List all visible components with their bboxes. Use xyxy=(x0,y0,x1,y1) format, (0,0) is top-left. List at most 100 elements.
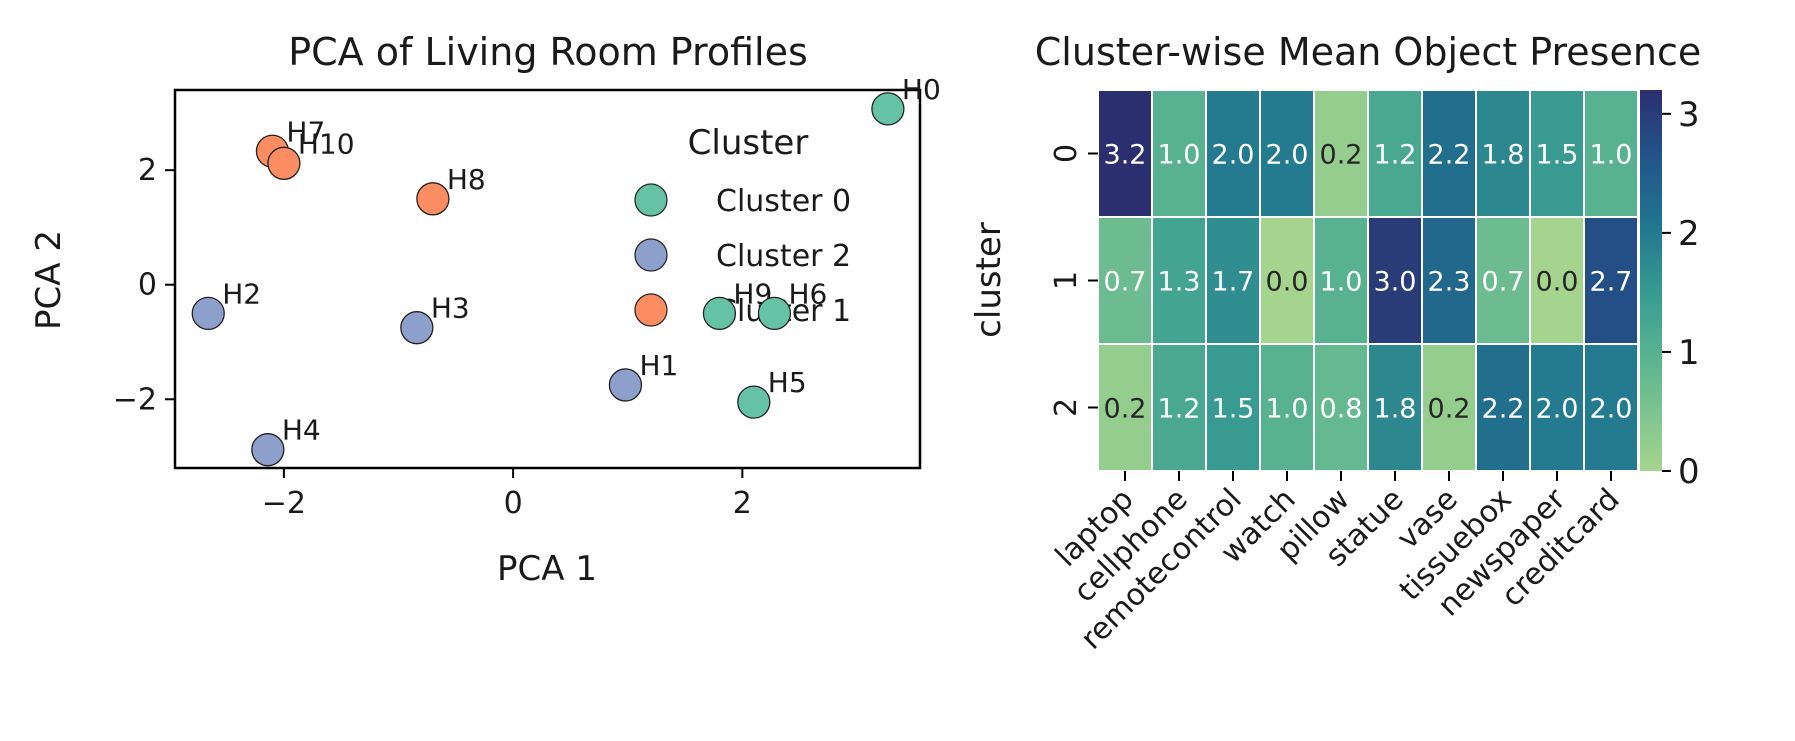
scatter-point-label: H1 xyxy=(639,349,678,382)
scatter-point-label: H10 xyxy=(298,127,355,160)
heatmap-cell-value: 0.7 xyxy=(1482,267,1525,298)
heatmap-cell-value: 1.5 xyxy=(1536,140,1579,171)
legend-marker-cluster-0 xyxy=(634,183,668,217)
heatmap-cell-value: 2.2 xyxy=(1428,140,1471,171)
heatmap-cell-value: 1.0 xyxy=(1320,267,1363,298)
scatter-point xyxy=(400,311,434,345)
scatter-point xyxy=(871,92,905,126)
scatter-x-axis-label: PCA 1 xyxy=(497,549,597,589)
scatter-point xyxy=(757,296,792,331)
heatmap-cell-value: 2.0 xyxy=(1536,394,1579,425)
scatter-point-label: H5 xyxy=(768,366,807,399)
heatmap-cell xyxy=(1151,343,1207,472)
heatmap-cell-value: 1.7 xyxy=(1212,267,1255,298)
colorbar-tick-label: 0 xyxy=(1678,452,1700,492)
colorbar-tick-label: 3 xyxy=(1678,95,1700,135)
heatmap-cell xyxy=(1259,89,1315,218)
heatmap-y-axis: 0 1 2 xyxy=(1049,144,1098,417)
scatter-point xyxy=(191,296,225,331)
heatmap-cell-value: 2.7 xyxy=(1590,267,1633,298)
heatmap-cell-value: 1.5 xyxy=(1212,394,1255,425)
heatmap-panel: Cluster-wise Mean Object Presence 3.2 1.0… xyxy=(969,30,1701,657)
heatmap-cell xyxy=(1529,343,1585,472)
legend-title: Cluster xyxy=(688,123,809,163)
heatmap-cell xyxy=(1529,216,1585,345)
heatmap-cells: 3.2 1.0 2.0 2.0 0.2 1.2 2.2 1.8 1.5 1.0 0.7 1.3 1.7 0… xyxy=(1097,89,1639,472)
heatmap-cell xyxy=(1583,216,1639,345)
heatmap-cell xyxy=(1151,89,1207,218)
heatmap-cell-value: 0.2 xyxy=(1104,394,1147,425)
heatmap-cell-value: 3.0 xyxy=(1374,267,1417,298)
heatmap-cell-value: 3.2 xyxy=(1104,140,1147,171)
heatmap-x-axis: laptopcellphoneremotecontrolwatchpillows… xyxy=(1049,471,1627,657)
heatmap-y-tick-label: 1 xyxy=(1049,271,1084,290)
heatmap-cell-value: 0.2 xyxy=(1428,394,1471,425)
scatter-point xyxy=(608,368,643,402)
pca-scatter-panel: PCA of Living Room Profiles −2 0 2 −2 0 2 PC… xyxy=(29,30,941,589)
heatmap-cell xyxy=(1475,89,1531,218)
colorbar-tick-label: 1 xyxy=(1678,333,1700,373)
scatter-x-tick-label: −2 xyxy=(262,486,306,521)
scatter-title: PCA of Living Room Profiles xyxy=(288,30,808,74)
scatter-point xyxy=(737,385,771,419)
scatter-plot-frame xyxy=(173,88,922,470)
colorbar-tick-label: 2 xyxy=(1678,214,1700,254)
legend-label-cluster-0: Cluster 0 xyxy=(716,184,851,219)
heatmap-cell xyxy=(1259,216,1315,345)
scatter-point-label: H7 xyxy=(286,115,325,148)
legend-marker-cluster-1 xyxy=(634,293,668,327)
heatmap-cell-value: 1.0 xyxy=(1266,394,1309,425)
scatter-point-label: H2 xyxy=(222,277,261,310)
colorbar-bar xyxy=(1640,90,1662,471)
scatter-point xyxy=(416,182,450,216)
scatter-y-tick-label: 0 xyxy=(138,268,157,303)
heatmap-cell xyxy=(1259,343,1315,472)
heatmap-cell xyxy=(1367,343,1423,472)
heatmap-y-axis-label: cluster xyxy=(969,222,1009,338)
heatmap-cell-value: 1.8 xyxy=(1482,140,1525,171)
heatmap-cell-value: 2.0 xyxy=(1266,140,1309,171)
heatmap-cell-value: 0.2 xyxy=(1320,140,1363,171)
heatmap-cell-value: 0.0 xyxy=(1536,267,1579,298)
heatmap-cell xyxy=(1367,216,1423,345)
scatter-y-axis: −2 0 2 xyxy=(113,153,175,417)
scatter-point xyxy=(267,146,301,180)
scatter-point-label: H4 xyxy=(282,414,321,447)
heatmap-cell xyxy=(1205,216,1261,345)
scatter-y-axis-label: PCA 2 xyxy=(29,230,69,330)
heatmap-cell-value: 2.0 xyxy=(1212,140,1255,171)
heatmap-cell xyxy=(1475,343,1531,472)
legend-label-cluster-2: Cluster 2 xyxy=(716,239,851,274)
heatmap-cell xyxy=(1529,89,1585,218)
heatmap-cell xyxy=(1475,216,1531,345)
heatmap-cell-value: 1.0 xyxy=(1158,140,1201,171)
legend-marker-cluster-2 xyxy=(634,238,668,272)
heatmap-cell-value: 1.0 xyxy=(1590,140,1633,171)
scatter-point xyxy=(702,296,737,331)
heatmap-cell-value: 1.2 xyxy=(1158,394,1201,425)
scatter-point-label: H3 xyxy=(431,292,470,325)
scatter-point-label: H8 xyxy=(447,163,486,196)
scatter-point xyxy=(251,433,285,467)
scatter-y-tick-label: 2 xyxy=(138,153,157,188)
heatmap-y-tick-label: 2 xyxy=(1049,398,1084,417)
scatter-y-tick-label: −2 xyxy=(113,382,157,417)
heatmap-cell-value: 0.0 xyxy=(1266,267,1309,298)
heatmap-cell-value: 2.2 xyxy=(1482,394,1525,425)
heatmap-cell-value: 2.0 xyxy=(1590,394,1633,425)
heatmap-y-tick-label: 0 xyxy=(1049,144,1084,163)
heatmap-cell xyxy=(1313,89,1369,218)
heatmap-cell-value: 2.3 xyxy=(1428,267,1471,298)
scatter-x-tick-label: 0 xyxy=(504,486,523,521)
heatmap-cell-value: 1.8 xyxy=(1374,394,1417,425)
heatmap-cell-value: 0.7 xyxy=(1104,267,1147,298)
heatmap-title: Cluster-wise Mean Object Presence xyxy=(1035,30,1701,74)
scatter-point-label: H6 xyxy=(788,277,827,310)
heatmap-cell-value: 0.8 xyxy=(1320,394,1363,425)
heatmap-cell-value: 1.2 xyxy=(1374,140,1417,171)
heatmap-cell-value: 1.3 xyxy=(1158,267,1201,298)
scatter-x-tick-label: 2 xyxy=(733,486,752,521)
scatter-point-label: H0 xyxy=(902,73,941,106)
